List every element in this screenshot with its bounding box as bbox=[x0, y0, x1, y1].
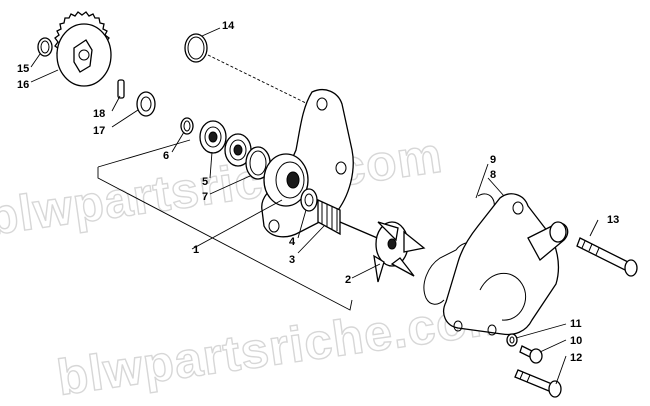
callout-2: 2 bbox=[345, 274, 351, 286]
callout-7: 7 bbox=[202, 191, 208, 203]
o-ring-part-14 bbox=[184, 33, 208, 63]
pump-cover-part-8 bbox=[443, 193, 569, 336]
washer-part-11 bbox=[506, 333, 518, 347]
callout-8: 8 bbox=[490, 169, 496, 181]
washer-part-17 bbox=[136, 91, 156, 117]
seal-part-4 bbox=[300, 188, 318, 212]
drive-gear-part-16 bbox=[54, 11, 112, 87]
callout-12: 12 bbox=[570, 352, 582, 364]
callout-1: 1 bbox=[193, 244, 199, 256]
callout-11: 11 bbox=[570, 318, 582, 330]
snap-ring-part-6 bbox=[180, 117, 194, 135]
callout-6: 6 bbox=[163, 150, 169, 162]
bolt-part-13 bbox=[576, 237, 638, 277]
impeller-part-2 bbox=[373, 221, 426, 283]
snap-ring-part-15 bbox=[37, 37, 53, 57]
pump-housing bbox=[261, 89, 354, 238]
shaft-seal-part-3 bbox=[317, 198, 341, 236]
assembly-bracket bbox=[97, 167, 353, 311]
callout-3: 3 bbox=[289, 254, 295, 266]
pin-part-18 bbox=[117, 79, 125, 99]
callout-17: 17 bbox=[93, 125, 105, 137]
callout-14: 14 bbox=[222, 20, 235, 32]
callout-9: 9 bbox=[490, 154, 496, 166]
bearing-part-5 bbox=[199, 120, 252, 167]
callout-4: 4 bbox=[289, 236, 296, 248]
callout-15: 15 bbox=[17, 63, 29, 75]
leader-lines bbox=[30, 27, 599, 385]
leader-14-dash bbox=[207, 54, 313, 107]
callout-16: 16 bbox=[17, 79, 29, 91]
pump-shaft bbox=[339, 221, 383, 241]
callout-labels: 1 2 3 4 5 6 7 8 9 10 11 12 13 14 15 16 1… bbox=[17, 20, 619, 364]
assembly-bracket-top bbox=[97, 139, 191, 168]
callout-13: 13 bbox=[607, 214, 619, 226]
callout-5: 5 bbox=[202, 176, 208, 188]
bolt-part-10 bbox=[519, 345, 543, 364]
callout-18: 18 bbox=[93, 108, 105, 120]
bolt-part-12 bbox=[514, 369, 562, 398]
callout-10: 10 bbox=[570, 335, 582, 347]
